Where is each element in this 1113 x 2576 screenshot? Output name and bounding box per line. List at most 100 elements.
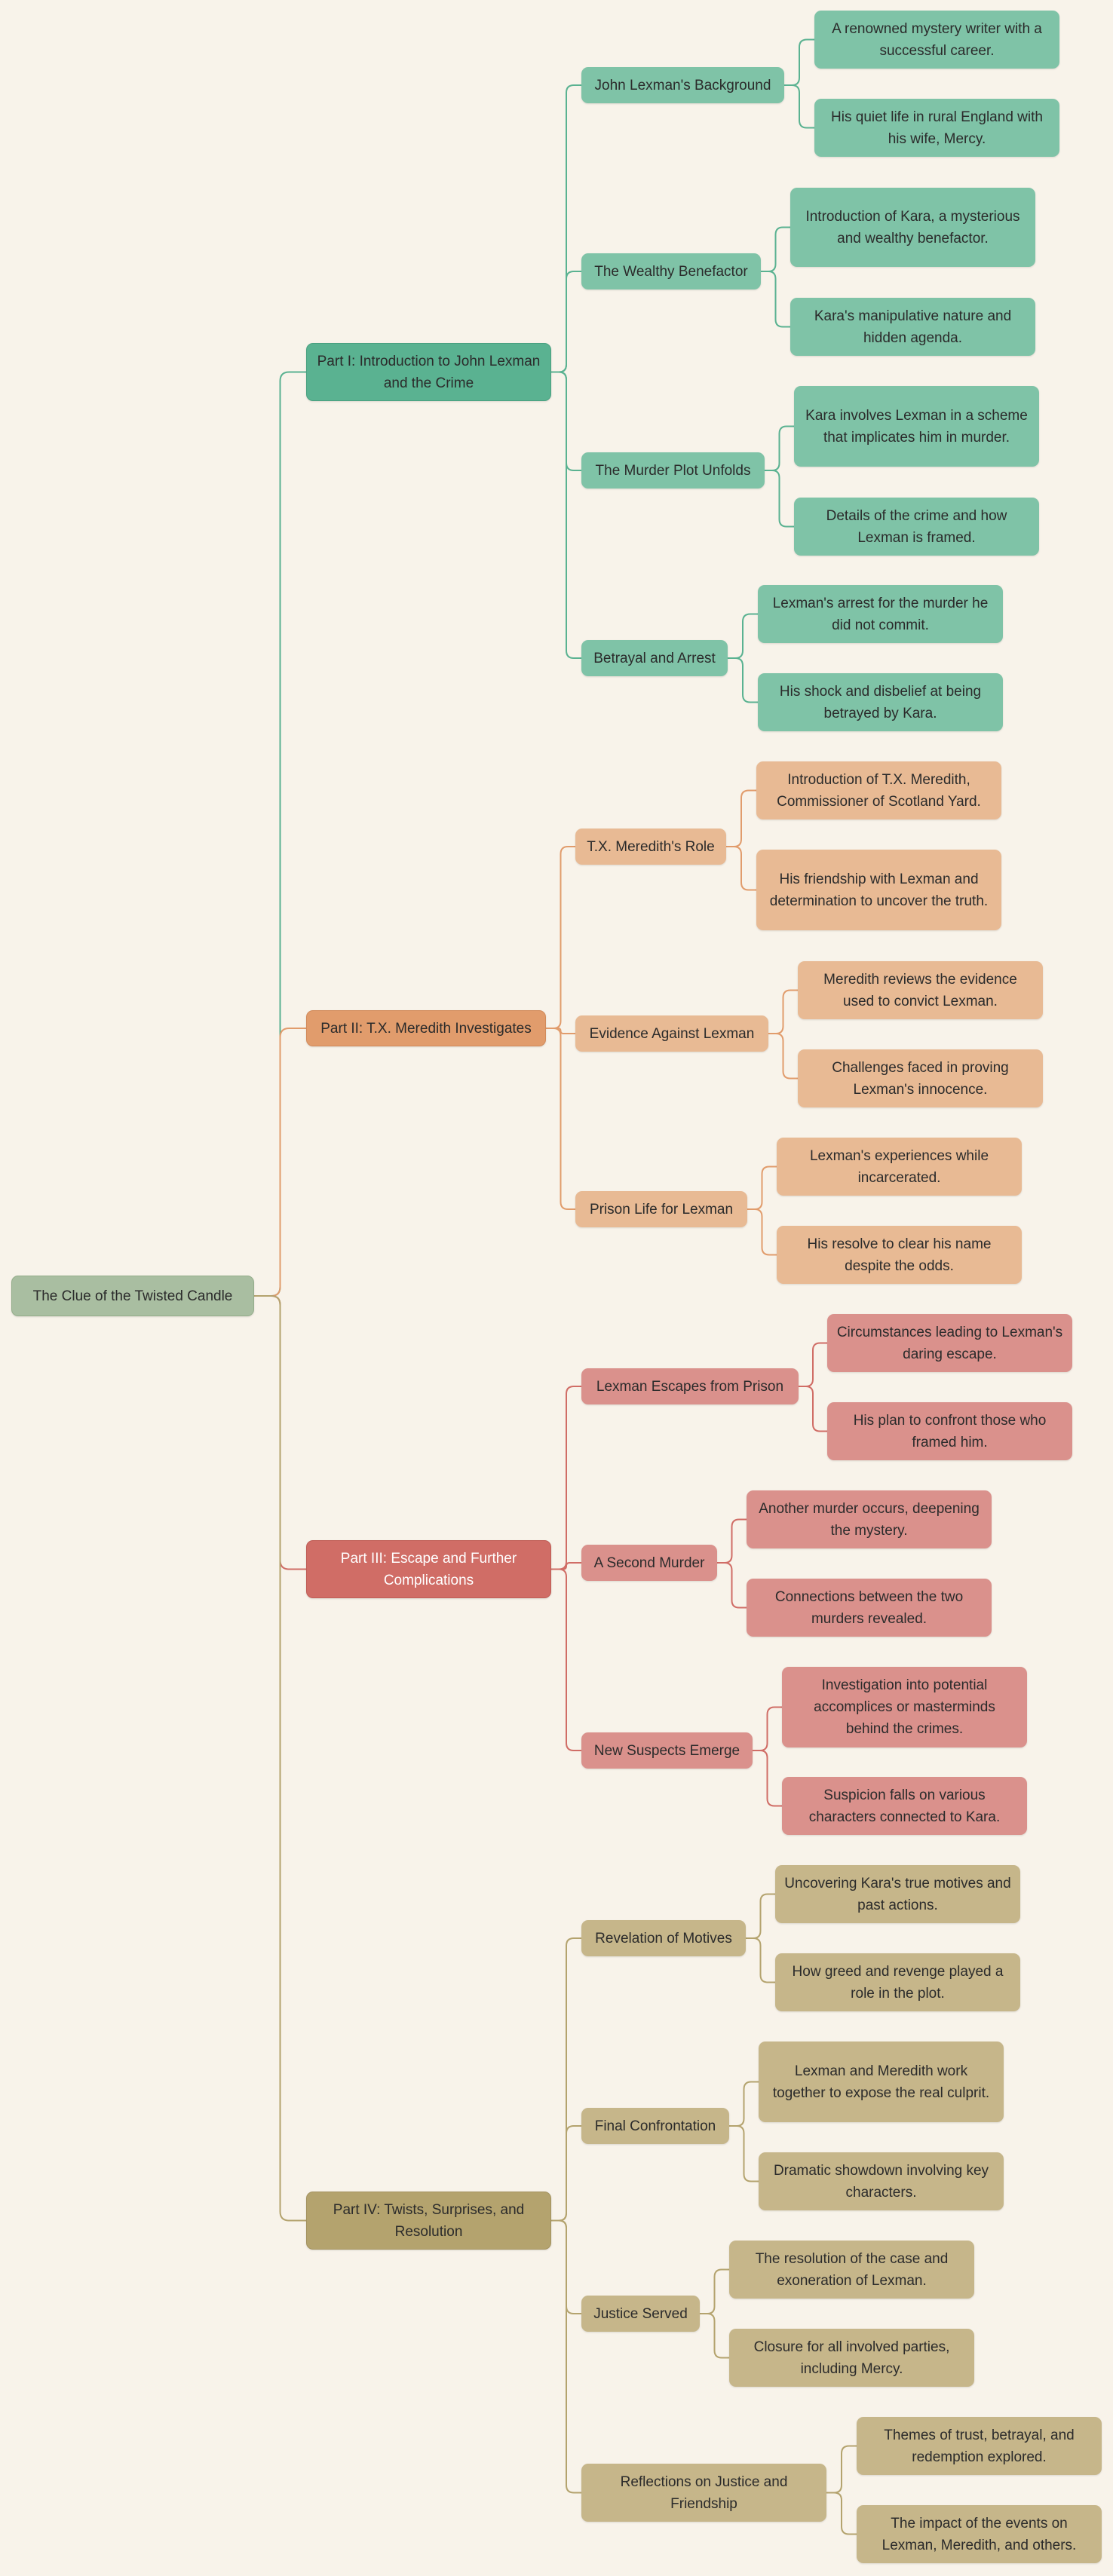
detail-node[interactable]: Themes of trust, betrayal, and redemptio… <box>857 2417 1102 2475</box>
connector-line <box>799 1342 827 1387</box>
topic-node[interactable]: Betrayal and Arrest <box>581 640 728 676</box>
topic-node[interactable]: Lexman Escapes from Prison <box>581 1368 799 1404</box>
connector-line <box>784 38 814 86</box>
connector-line <box>747 1208 777 1256</box>
detail-node[interactable]: Kara involves Lexman in a scheme that im… <box>794 386 1039 467</box>
connector-line <box>761 226 790 272</box>
connector-line <box>551 2219 581 2494</box>
connector-line <box>765 425 794 471</box>
topic-label: Betrayal and Arrest <box>593 650 716 666</box>
topic-node[interactable]: The Wealthy Benefactor <box>581 253 761 289</box>
detail-node[interactable]: Uncovering Kara's true motives and past … <box>775 1865 1020 1923</box>
detail-node[interactable]: Circumstances leading to Lexman's daring… <box>827 1314 1072 1372</box>
connector-line <box>551 271 581 373</box>
detail-node[interactable]: Details of the crime and how Lexman is f… <box>794 498 1039 556</box>
topic-node[interactable]: New Suspects Emerge <box>581 1732 753 1769</box>
detail-node[interactable]: Meredith reviews the evidence used to co… <box>798 961 1043 1019</box>
connector-line <box>700 2313 729 2359</box>
connector-line <box>551 2125 581 2222</box>
root-label: The Clue of the Twisted Candle <box>32 1288 233 1304</box>
connector-line <box>728 657 758 703</box>
connector-line <box>728 613 758 659</box>
part-label: Part I: Introduction to John Lexman and … <box>317 353 541 391</box>
detail-text: Lexman's arrest for the murder he did no… <box>772 595 989 633</box>
connector-line <box>551 1386 581 1570</box>
connector-line <box>761 271 790 328</box>
topic-label: The Murder Plot Unfolds <box>595 462 751 479</box>
connector-line <box>551 371 581 659</box>
detail-text: His quiet life in rural England with his… <box>831 109 1043 147</box>
detail-node[interactable]: Introduction of T.X. Meredith, Commissio… <box>756 761 1001 819</box>
connector-line <box>768 989 798 1034</box>
detail-node[interactable]: Connections between the two murders reve… <box>747 1579 992 1637</box>
connector-line <box>700 2268 729 2314</box>
topic-node[interactable]: Final Confrontation <box>581 2108 729 2144</box>
detail-text: Kara involves Lexman in a scheme that im… <box>805 407 1028 446</box>
connector-line <box>254 1295 306 2222</box>
topic-node[interactable]: Reflections on Justice and Friendship <box>581 2464 826 2522</box>
detail-text: Connections between the two murders reve… <box>774 1588 964 1627</box>
detail-text: Kara's manipulative nature and hidden ag… <box>814 308 1012 346</box>
detail-node[interactable]: His shock and disbelief at being betraye… <box>758 673 1003 731</box>
detail-node[interactable]: The resolution of the case and exonerati… <box>729 2241 974 2299</box>
detail-text: Uncovering Kara's true motives and past … <box>784 1875 1011 1913</box>
topic-node[interactable]: John Lexman's Background <box>581 67 784 103</box>
topic-node[interactable]: Evidence Against Lexman <box>575 1015 768 1052</box>
connector-line <box>546 846 575 1029</box>
detail-text: His plan to confront those who framed hi… <box>853 1412 1047 1450</box>
topic-node[interactable]: Revelation of Motives <box>581 1920 746 1956</box>
detail-node[interactable]: Lexman's experiences while incarcerated. <box>777 1138 1022 1196</box>
detail-node[interactable]: His plan to confront those who framed hi… <box>827 1402 1072 1460</box>
detail-node[interactable]: Kara's manipulative nature and hidden ag… <box>790 298 1035 356</box>
topic-node[interactable]: T.X. Meredith's Role <box>575 829 726 865</box>
connector-line <box>726 789 756 847</box>
detail-node[interactable]: His friendship with Lexman and determina… <box>756 850 1001 930</box>
detail-node[interactable]: Introduction of Kara, a mysterious and w… <box>790 188 1035 267</box>
part-4-node[interactable]: Part IV: Twists, Surprises, and Resoluti… <box>306 2192 551 2250</box>
topic-label: New Suspects Emerge <box>593 1742 740 1759</box>
connector-line <box>765 470 794 528</box>
part-3-node[interactable]: Part III: Escape and Further Complicatio… <box>306 1540 551 1598</box>
part-label: Part II: T.X. Meredith Investigates <box>320 1020 532 1037</box>
part-1-node[interactable]: Part I: Introduction to John Lexman and … <box>306 343 551 401</box>
detail-node[interactable]: Dramatic showdown involving key characte… <box>759 2152 1004 2210</box>
connector-line <box>717 1562 747 1609</box>
topic-label: Evidence Against Lexman <box>589 1025 755 1042</box>
topic-label: A Second Murder <box>593 1554 705 1571</box>
detail-node[interactable]: Suspicion falls on various characters co… <box>782 1777 1027 1835</box>
detail-node[interactable]: The impact of the events on Lexman, Mere… <box>857 2505 1102 2563</box>
detail-text: Lexman's experiences while incarcerated. <box>809 1147 989 1186</box>
topic-node[interactable]: Prison Life for Lexman <box>575 1191 747 1227</box>
connector-line <box>729 2125 759 2182</box>
detail-node[interactable]: Investigation into potential accomplices… <box>782 1667 1027 1747</box>
connector-line <box>826 2492 857 2535</box>
detail-text: Dramatic showdown involving key characte… <box>773 2162 989 2201</box>
connector-line <box>746 1937 775 1983</box>
detail-node[interactable]: Challenges faced in proving Lexman's inn… <box>798 1049 1043 1107</box>
detail-node[interactable]: Lexman's arrest for the murder he did no… <box>758 585 1003 643</box>
part-2-node[interactable]: Part II: T.X. Meredith Investigates <box>306 1010 546 1046</box>
connector-line <box>826 2445 857 2494</box>
topic-node[interactable]: The Murder Plot Unfolds <box>581 452 765 489</box>
connector-line <box>753 1750 782 1807</box>
detail-text: Suspicion falls on various characters co… <box>808 1787 1001 1825</box>
detail-text: Challenges faced in proving Lexman's inn… <box>832 1059 1009 1098</box>
connector-line <box>729 2081 759 2127</box>
detail-node[interactable]: Closure for all involved parties, includ… <box>729 2329 974 2387</box>
detail-node[interactable]: Another murder occurs, deepening the mys… <box>747 1490 992 1548</box>
detail-text: A renowned mystery writer with a success… <box>832 20 1042 59</box>
detail-text: Lexman and Meredith work together to exp… <box>772 2063 990 2101</box>
detail-node[interactable]: Lexman and Meredith work together to exp… <box>759 2042 1004 2122</box>
topic-node[interactable]: Justice Served <box>581 2296 700 2332</box>
connector-line <box>546 1028 575 1034</box>
connector-line <box>799 1386 827 1432</box>
detail-text: Details of the crime and how Lexman is f… <box>826 507 1007 546</box>
detail-text: His shock and disbelief at being betraye… <box>779 683 982 721</box>
root-node[interactable]: The Clue of the Twisted Candle <box>11 1276 254 1316</box>
detail-node[interactable]: A renowned mystery writer with a success… <box>814 11 1059 69</box>
detail-node[interactable]: His resolve to clear his name despite th… <box>777 1226 1022 1284</box>
topic-node[interactable]: A Second Murder <box>581 1545 717 1581</box>
detail-node[interactable]: His quiet life in rural England with his… <box>814 99 1059 157</box>
detail-node[interactable]: How greed and revenge played a role in t… <box>775 1953 1020 2011</box>
